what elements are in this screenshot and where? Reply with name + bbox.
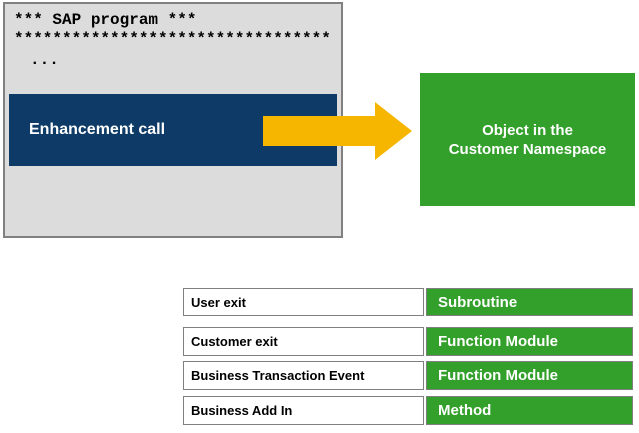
table-row: Business Transaction Event Function Modu… (183, 361, 633, 390)
object-type-cell: Function Module (426, 327, 633, 356)
object-type-cell: Function Module (426, 361, 633, 390)
sap-program-comment-line: *** SAP program *** (14, 11, 197, 29)
customer-object-box: Object in the Customer Namespace (420, 73, 635, 206)
asterisk-line: ********************************* (14, 30, 331, 48)
enhancement-call-label: Enhancement call (29, 121, 166, 138)
technique-cell: Business Add In (183, 396, 424, 425)
ellipsis-line: ... (30, 51, 59, 69)
customer-object-line1: Object in the (482, 121, 573, 139)
table-row: User exit Subroutine (183, 288, 633, 316)
table-row: Business Add In Method (183, 396, 633, 425)
table-row: Customer exit Function Module (183, 327, 633, 356)
object-type-cell: Method (426, 396, 633, 425)
object-type-cell: Subroutine (426, 288, 633, 316)
customer-object-line2: Customer Namespace (448, 140, 607, 158)
technique-cell: Customer exit (183, 327, 424, 356)
technique-cell: Business Transaction Event (183, 361, 424, 390)
flow-arrow-right-icon (263, 102, 412, 160)
flow-arrow-shape (263, 102, 412, 160)
technique-cell: User exit (183, 288, 424, 316)
